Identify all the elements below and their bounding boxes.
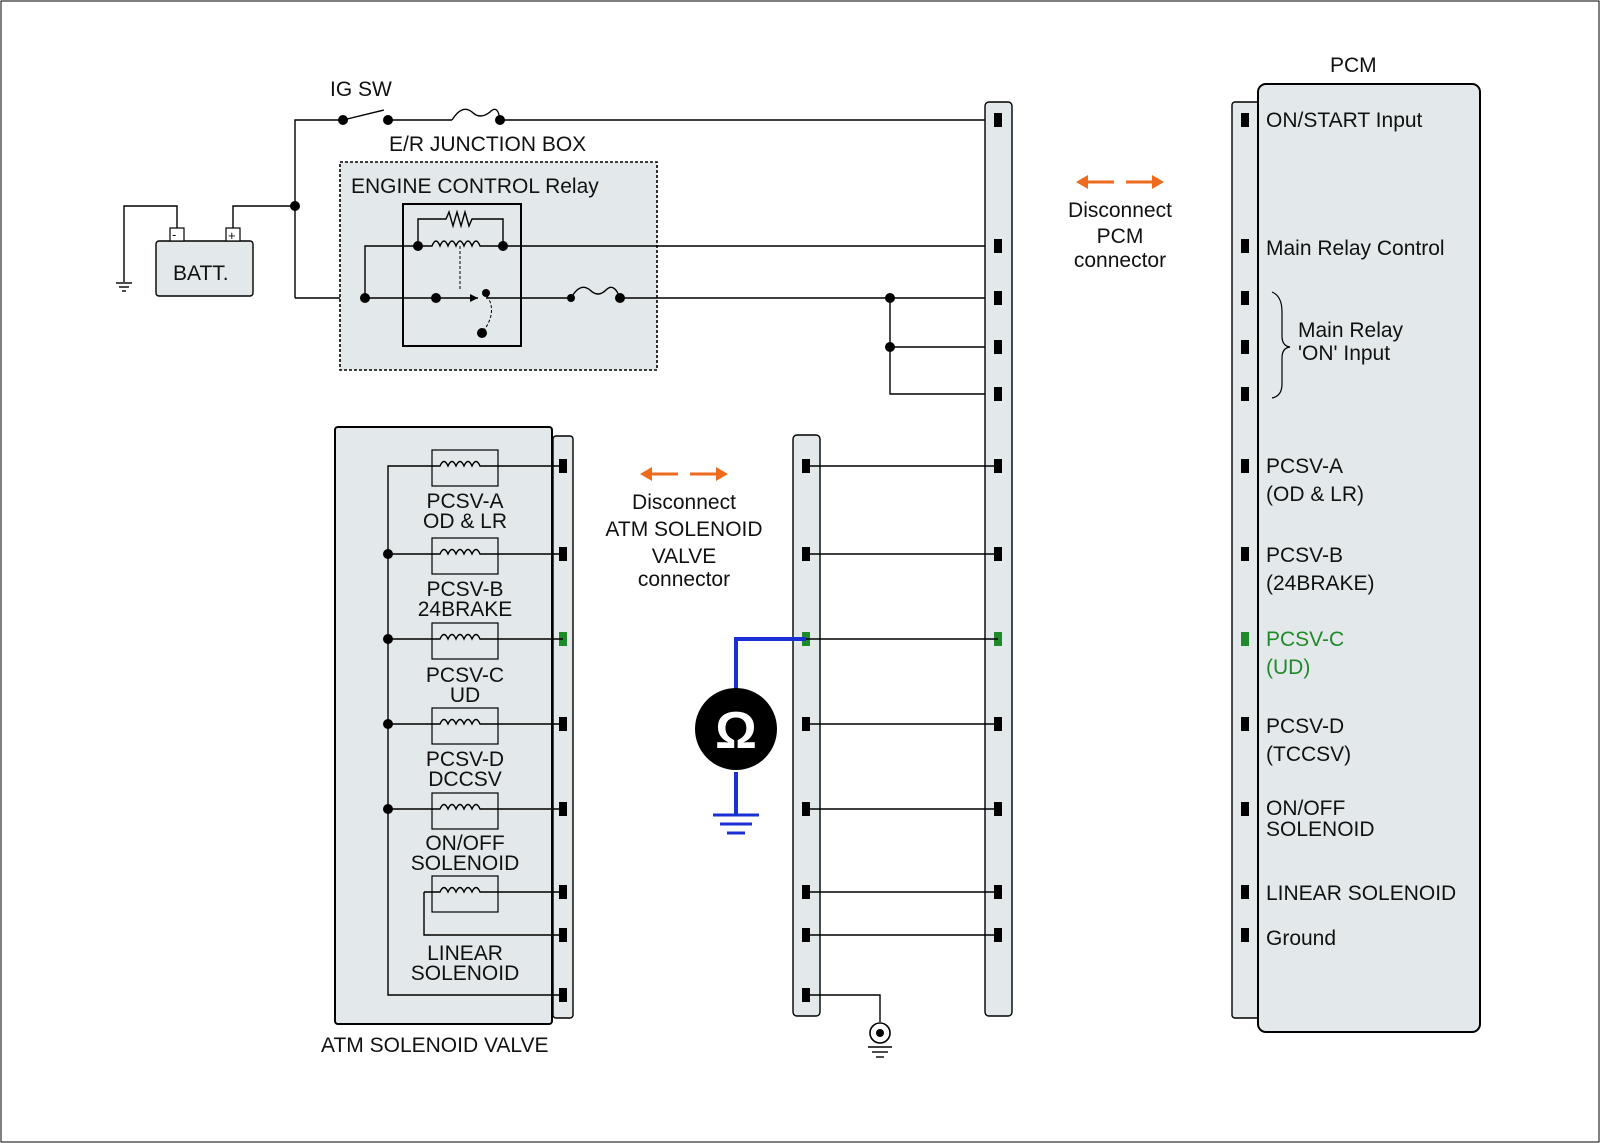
battery-positive: + [228,228,236,243]
disconnect-atm-line1: Disconnect [632,491,736,514]
switch-icon [338,109,393,125]
pcm-label: PCM [1330,54,1377,77]
disconnect-atm-line4: connector [638,568,730,591]
solenoid-5-line1: LINEAR [427,942,503,965]
solenoid-2-line1: PCSV-C [426,664,504,687]
disconnect-pcm-line2: PCM [1097,225,1144,248]
pcm-pin-5-line2: (UD) [1266,656,1310,679]
battery-negative-wire [123,205,178,282]
solenoid-2-line2: UD [450,684,480,707]
solenoid-1-line1: PCSV-B [426,578,503,601]
battery-positive-wire [232,205,295,228]
solenoid-4-line2: SOLENOID [411,852,520,875]
disconnect-atm-line3: VALVE [652,545,717,568]
fuse-icon [570,286,621,299]
pcm-pin-1: Main Relay Control [1266,237,1445,260]
solenoid-output-wires [388,465,563,936]
pcm-pin-7-line1: ON/OFF [1266,797,1345,820]
solenoid-0-line2: OD & LR [423,510,507,533]
solenoid-4-line1: ON/OFF [425,832,504,855]
relay-box [402,203,522,347]
pcm-pin-labels: ON/START Input Main Relay Control Main R… [1266,109,1456,950]
pcm-pin-2-line2: 'ON' Input [1298,342,1390,365]
disconnect-atm-line2: ATM SOLENOID [605,518,762,541]
battery-negative: - [172,227,176,242]
harness-wires [806,465,998,936]
battery-label: BATT. [173,262,229,285]
pcm-pin-9: Ground [1266,927,1336,950]
solenoid-5-line2: SOLENOID [411,962,520,985]
solenoid-1-line2: 24BRAKE [418,598,513,621]
ground-icon [116,282,132,292]
solenoid-0-line1: PCSV-A [426,490,503,513]
pcm-pin-6-line2: (TCCSV) [1266,743,1351,766]
disconnect-atm-note: Disconnect ATM SOLENOID VALVE connector [605,491,762,591]
pcm-pin-3-line2: (OD & LR) [1266,483,1364,506]
pcm-pins [1241,113,1249,942]
ohmmeter-icon: Ω [695,688,777,770]
pcm-pin-7-line2: SOLENOID [1266,818,1375,841]
ig-sw-label: IG SW [330,78,392,101]
disconnect-pcm-note: Disconnect PCM connector [1068,199,1172,272]
pcm-pin-5-line1: PCSV-C [1266,628,1344,651]
fuse-icon [451,108,501,121]
ig-feed-wire [294,119,343,206]
atm-valve-label: ATM SOLENOID VALVE [321,1034,549,1057]
solenoid-coils [424,449,499,913]
solenoid-3-line1: PCSV-D [426,748,504,771]
pcm-pin-3-line1: PCSV-A [1266,455,1343,478]
ohmmeter-probe-wire [734,637,806,690]
ground-icon [713,813,759,835]
ground-icon [868,1022,892,1058]
disconnect-pcm-arrows [1076,175,1164,189]
relay-label: ENGINE CONTROL Relay [351,175,599,198]
pcm-box [1257,83,1481,1033]
relay-coil-icon [417,209,504,290]
pcm-pin-8: LINEAR SOLENOID [1266,882,1456,905]
pcm-pin-4-line2: (24BRAKE) [1266,572,1375,595]
solenoid-3-line2: DCCSV [428,768,502,791]
disconnect-pcm-line1: Disconnect [1068,199,1172,222]
disconnect-atm-arrows [640,467,728,481]
brace [1271,291,1291,399]
junction-box-label: E/R JUNCTION BOX [389,133,586,156]
pcm-pin-4-line1: PCSV-B [1266,544,1343,567]
pcm-pin-2-line1: Main Relay [1298,319,1404,342]
ohm-symbol: Ω [715,702,757,760]
pcm-pin-0: ON/START Input [1266,109,1423,132]
solenoid-common-wire [387,465,563,996]
disconnect-pcm-line3: connector [1074,249,1166,272]
solenoid-labels: PCSV-A OD & LR PCSV-B 24BRAKE PCSV-C UD … [411,490,520,985]
pcm-pin-6-line1: PCSV-D [1266,715,1344,738]
